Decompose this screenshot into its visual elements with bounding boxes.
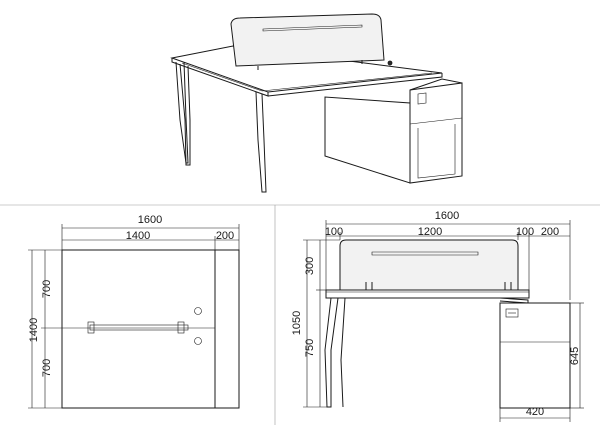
dim-cabinet-height: 645 [569,347,581,365]
front-left-leg [324,297,339,408]
front-cabinet [499,302,571,409]
dim-desk-height: 750 [304,339,316,357]
dim-total-height: 1050 [291,311,303,335]
dim-lower-depth: 700 [41,359,53,377]
desktop-front-edge [171,58,269,97]
dim-front-total-width: 1600 [435,210,459,222]
dim-right-side: 200 [541,226,559,238]
front-desktop [325,289,530,299]
dim-side-width: 200 [216,230,234,242]
desktop-right-edge [267,73,443,97]
grommet-icon [194,307,202,315]
dim-total-depth: 1400 [28,318,40,342]
front-left-leg [179,63,191,166]
privacy-screen [230,13,385,67]
screen-slot [262,24,363,32]
dim-screen-height: 300 [304,257,316,275]
cabinet-front [409,82,463,184]
front-screen [339,239,519,291]
front-view: 1600 100 1200 100 200 300 1050 750 645 4… [291,210,584,422]
dim-desk-span: 1200 [418,226,442,238]
cable-grommet [387,60,393,66]
front-middle-leg [255,91,267,193]
dim-cabinet-width: 420 [526,406,544,418]
front-return [499,297,529,304]
plan-outline [61,249,240,409]
dim-total-width: 1600 [138,214,162,226]
dim-right-gap: 100 [516,226,534,238]
plan-view: 1600 1400 200 1400 700 700 [28,214,240,409]
lock-icon [505,308,519,318]
open-shelf [417,124,456,179]
drawer-divider [409,117,463,125]
plan-screen-bar [89,324,189,331]
perspective-view [170,13,463,193]
grommet-icon [194,337,202,345]
dim-upper-depth: 700 [41,280,53,298]
back-left-leg [175,61,189,164]
dim-left-overhang: 100 [325,226,343,238]
dim-desk-width: 1400 [126,230,150,242]
cabinet-side [324,96,411,184]
lock-icon [417,92,427,105]
